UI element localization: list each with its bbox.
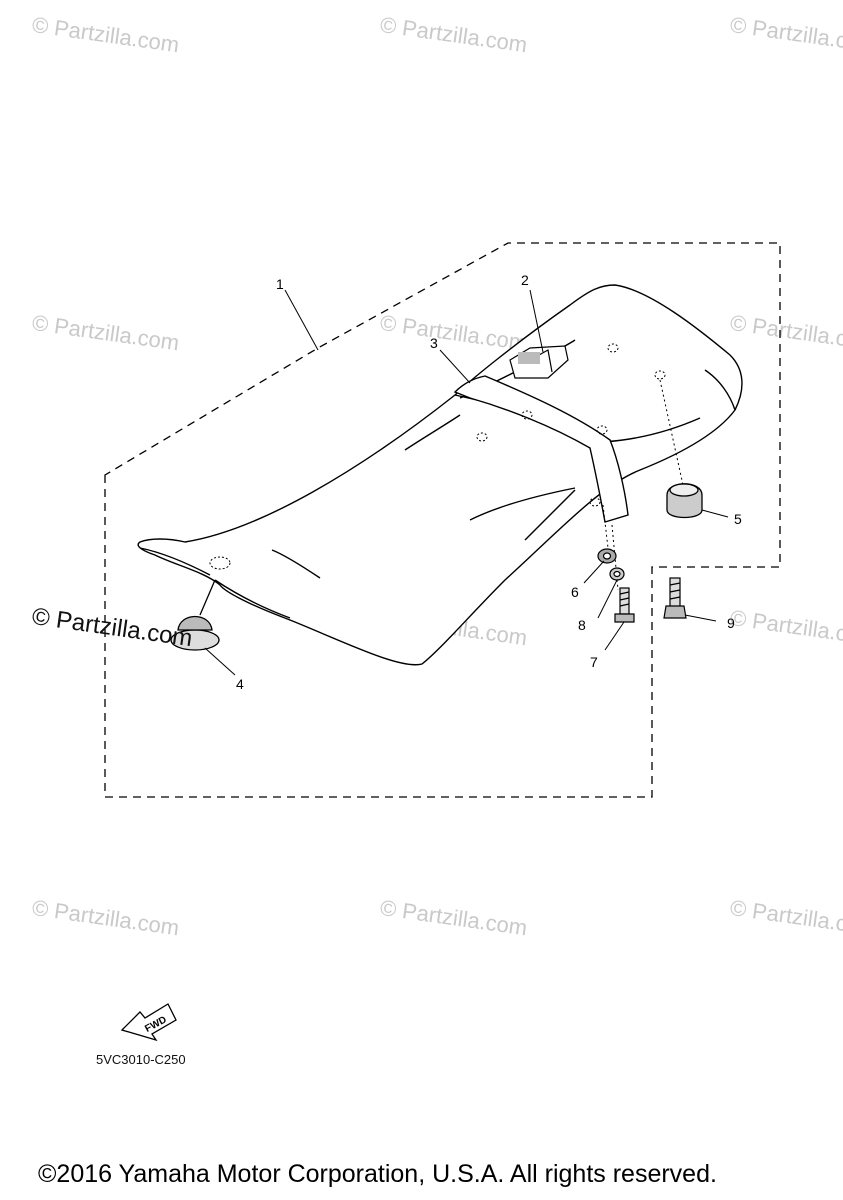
callout-9: 9 — [727, 615, 735, 631]
callout-2: 2 — [521, 272, 529, 288]
bolt-center — [614, 587, 635, 623]
washer — [597, 548, 617, 564]
bolt-right — [663, 577, 687, 619]
callout-5: 5 — [734, 511, 742, 527]
fwd-arrow-icon: FWD — [120, 1003, 177, 1042]
callout-1: 1 — [276, 276, 284, 292]
mounting-holes — [209, 343, 666, 570]
callout-3: 3 — [430, 335, 438, 351]
seat-strap — [453, 375, 629, 523]
damper-right — [666, 483, 703, 519]
callout-4: 4 — [236, 676, 244, 692]
diagram-code: 5VC3010-C250 — [96, 1052, 186, 1067]
seat-illustration — [137, 284, 743, 666]
alignment-lines — [602, 379, 684, 591]
damper-left — [170, 579, 220, 651]
callout-6: 6 — [571, 584, 579, 600]
seat-outline — [137, 284, 743, 666]
leader-lines — [204, 289, 729, 676]
copyright-notice: ©2016 Yamaha Motor Corporation, U.S.A. A… — [38, 1160, 717, 1188]
seat-tag — [509, 345, 569, 379]
callout-8: 8 — [578, 617, 586, 633]
assembly-boundary — [104, 242, 781, 798]
collar — [609, 567, 625, 581]
callout-7: 7 — [590, 654, 598, 670]
